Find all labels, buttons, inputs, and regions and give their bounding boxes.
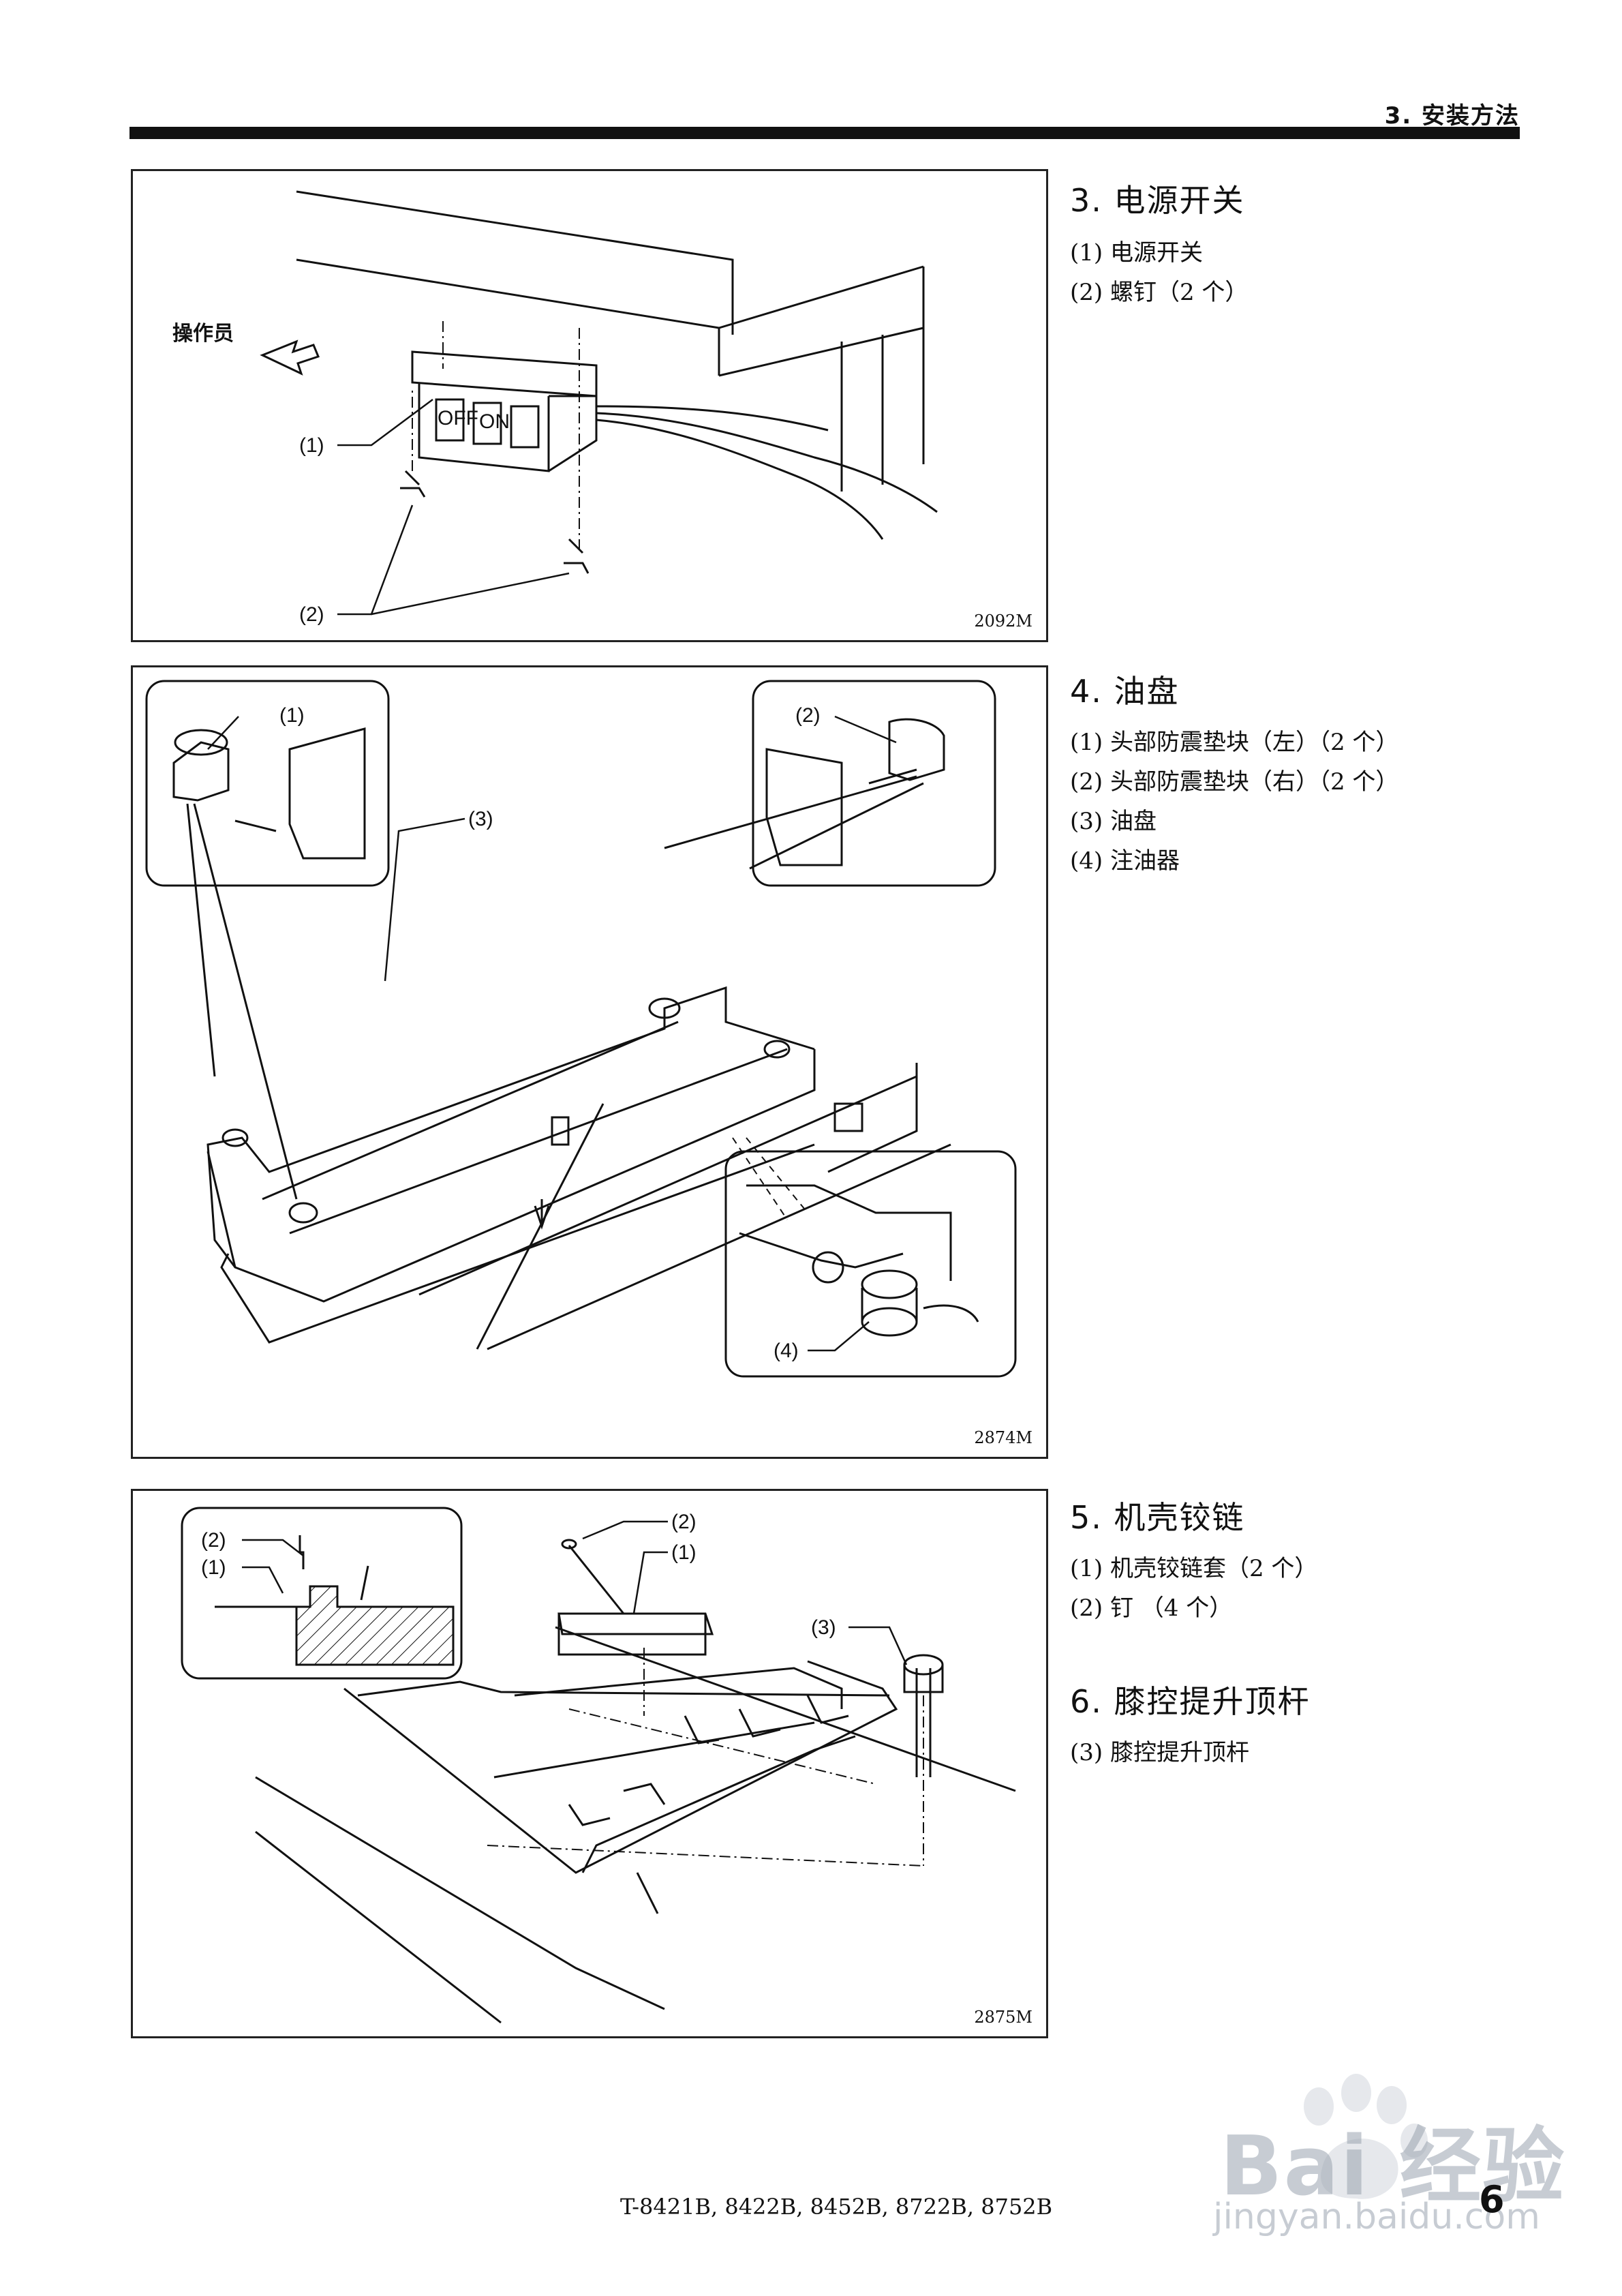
callout-1: (1): [279, 704, 305, 727]
section-title-hinge: 5. 机壳铰链: [1070, 1499, 1245, 1536]
watermark-url: jingyan.baidu.com: [1213, 2196, 1540, 2237]
switch-on-label: ON: [479, 410, 510, 433]
switch-off-label: OFF: [438, 407, 478, 429]
list-item: (1) 头部防震垫块（左）（2 个）: [1070, 729, 1399, 756]
callout-3: (3): [468, 808, 493, 830]
list-item: (2) 钉 （4 个）: [1070, 1595, 1233, 1622]
section-header: 3. 安装方法: [1384, 102, 1520, 130]
list-item: (1) 电源开关: [1070, 239, 1203, 267]
figure-power-switch: 操作员 (1) (2) OFF ON 2092M: [131, 169, 1048, 642]
figure-hinge: (2) (1) (2) (1) (3) 2875M: [131, 1489, 1048, 2038]
callout-2: (2): [671, 1511, 697, 1533]
page-number: 6: [1479, 2178, 1505, 2221]
section-items-hinge: (1) 机壳铰链套（2 个） (2) 钉 （4 个）: [1070, 1549, 1317, 1628]
callout-1: (1): [299, 434, 324, 457]
figure-code: 2092M: [974, 611, 1032, 631]
list-item: (2) 螺钉（2 个）: [1070, 279, 1249, 306]
section-title-oil-pan: 4. 油盘: [1070, 673, 1180, 710]
section-title-power-switch: 3. 电源开关: [1070, 182, 1245, 219]
figure-oil-pan: (1) (2) (3) (4) 2874M: [131, 665, 1048, 1459]
figure-code: 2874M: [974, 1428, 1032, 1447]
section-items-power-switch: (1) 电源开关 (2) 螺钉（2 个）: [1070, 233, 1248, 312]
footer-models: T-8421B, 8422B, 8452B, 8722B, 8752B: [620, 2194, 1053, 2220]
power-switch-illustration: 操作员 (1) (2) OFF ON: [172, 190, 938, 626]
list-item: (3) 油盘: [1070, 808, 1157, 835]
callout-2: (2): [795, 704, 821, 727]
list-item: (3) 膝控提升顶杆: [1070, 1739, 1249, 1766]
section-items-oil-pan: (1) 头部防震垫块（左）（2 个） (2) 头部防震垫块（右）（2 个） (3…: [1070, 723, 1398, 881]
callout-2: (2): [299, 603, 324, 626]
figure-code: 2875M: [974, 2008, 1032, 2027]
inset-callout-1: (1): [201, 1556, 226, 1579]
callout-3: (3): [811, 1616, 836, 1639]
section-title-knee-lifter: 6. 膝控提升顶杆: [1070, 1683, 1311, 1720]
list-item: (4) 注油器: [1070, 847, 1180, 875]
callout-1: (1): [671, 1541, 697, 1564]
inset-callout-2: (2): [201, 1529, 226, 1552]
list-item: (1) 机壳铰链套（2 个）: [1070, 1555, 1318, 1582]
hinge-illustration: (2) (1) (2) (1) (3): [181, 1507, 1016, 2024]
watermark-text: Bai 经验: [1220, 2119, 1566, 2214]
header-rule: [129, 127, 1520, 139]
oil-pan-illustration: (1) (2) (3) (4): [145, 680, 1017, 1378]
baidu-paw-icon: [1304, 2074, 1428, 2199]
callout-4: (4): [774, 1340, 799, 1362]
list-item: (2) 头部防震垫块（右）（2 个）: [1070, 768, 1399, 796]
operator-label: 操作员: [172, 322, 234, 345]
section-items-knee-lifter: (3) 膝控提升顶杆: [1070, 1733, 1249, 1772]
